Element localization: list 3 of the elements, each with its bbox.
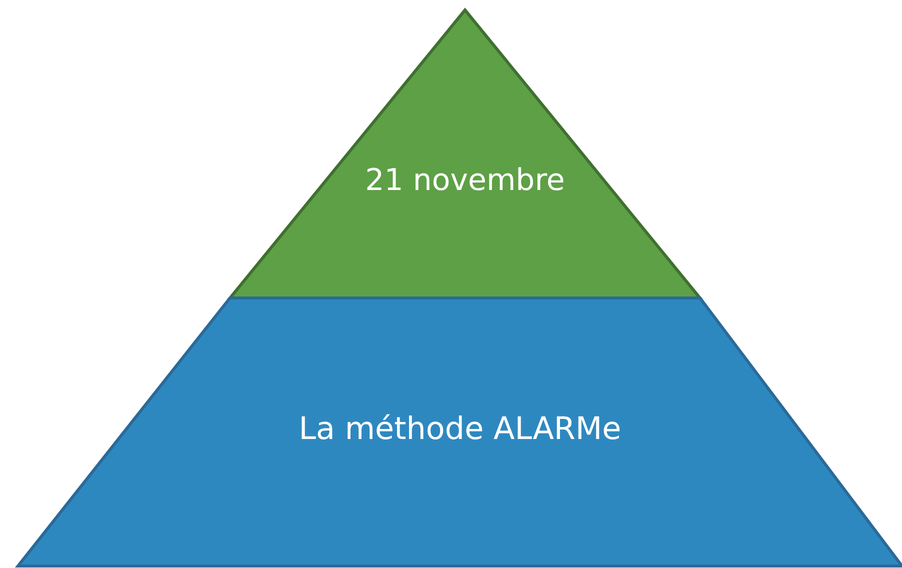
tier-label: 21 novembre [364, 162, 566, 200]
pyramid-tier [18, 298, 902, 566]
tier-label: La méthode ALARMe [298, 411, 622, 448]
